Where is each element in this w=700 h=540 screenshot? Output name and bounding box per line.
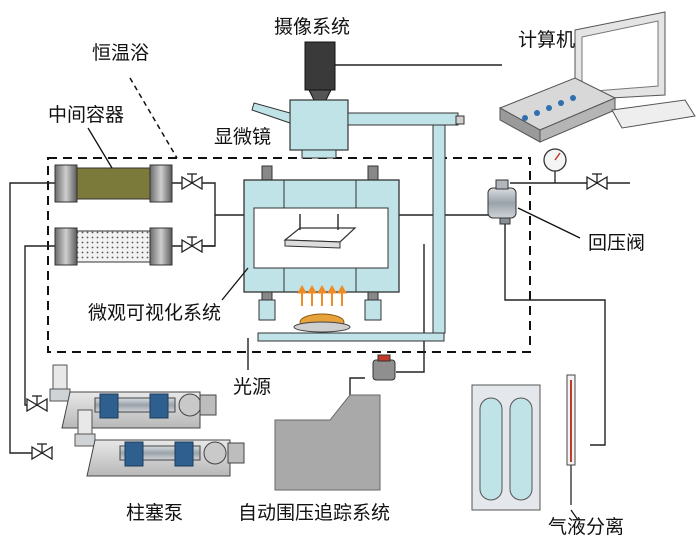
plunger-pump-lower bbox=[74, 409, 245, 477]
micro-system-leader bbox=[221, 267, 249, 301]
bath-leader bbox=[129, 77, 178, 159]
label-tracking: 自动围压追踪系统 bbox=[238, 502, 391, 524]
label-micro-system: 微观可视化系统 bbox=[88, 302, 222, 324]
label-camera: 摄像系统 bbox=[274, 16, 351, 38]
label-vessel: 中间容器 bbox=[48, 104, 125, 126]
tracking-system bbox=[274, 354, 396, 491]
intermediate-vessel-lower bbox=[54, 227, 173, 266]
plunger-pump-upper bbox=[49, 364, 217, 429]
vessel-leader bbox=[87, 127, 113, 169]
camera-icon bbox=[304, 41, 336, 101]
label-pump: 柱塞泵 bbox=[126, 502, 184, 524]
label-separator: 气液分离 bbox=[548, 516, 625, 538]
intermediate-vessel-upper bbox=[54, 164, 173, 203]
bath-boundary bbox=[47, 157, 531, 353]
back-pressure-valve bbox=[487, 148, 567, 225]
valve-icon bbox=[26, 173, 608, 461]
computer-icon bbox=[498, 11, 696, 143]
label-backpressure: 回压阀 bbox=[588, 232, 646, 254]
label-computer: 计算机 bbox=[518, 29, 576, 51]
light-source bbox=[257, 284, 445, 342]
micro-visualization-cell bbox=[243, 165, 400, 321]
label-light: 光源 bbox=[233, 376, 272, 398]
label-microscope: 显微镜 bbox=[214, 126, 272, 148]
separator-leader bbox=[570, 509, 579, 521]
gas-liquid-separator bbox=[471, 374, 576, 511]
microscope-icon bbox=[251, 99, 465, 334]
label-bath: 恒温浴 bbox=[92, 42, 150, 64]
backpressure-leader bbox=[517, 207, 581, 239]
